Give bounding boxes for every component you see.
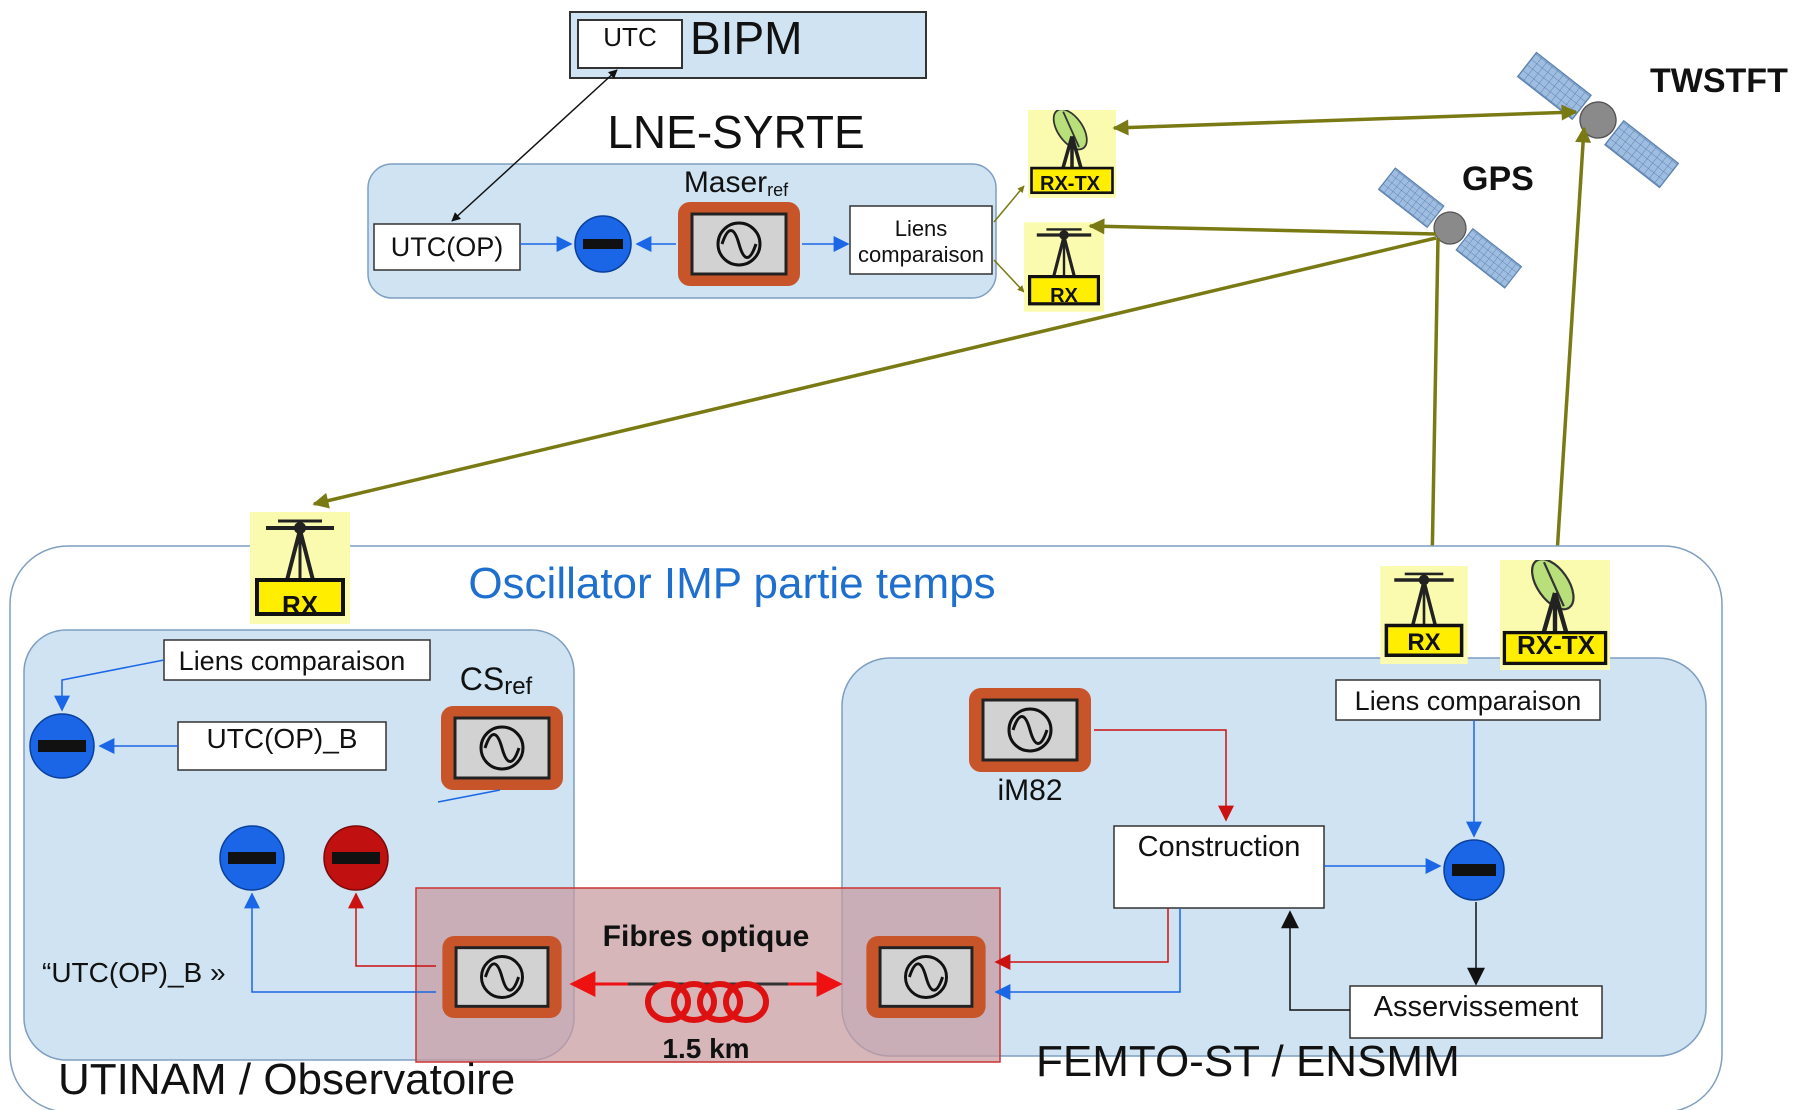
lne-rxtx-label: RX-TX bbox=[1040, 173, 1101, 195]
utinam-fibre-oscillator-icon bbox=[440, 934, 564, 1020]
asservissement-box bbox=[1349, 985, 1603, 1039]
utinam-utc-op-b-box bbox=[177, 721, 387, 771]
bipm-utc-label: UTC bbox=[603, 22, 656, 52]
femto-title: FEMTO-ST / ENSMM bbox=[1036, 1037, 1460, 1086]
gps-label: GPS bbox=[1462, 160, 1534, 198]
imp-title: Oscillator IMP partie temps bbox=[468, 559, 995, 608]
utinam-liens-box bbox=[163, 639, 431, 681]
lne-liens-to-rxtx-arrow bbox=[993, 185, 1025, 223]
fibre-coil-icon bbox=[628, 981, 788, 1023]
utc-op-bipm-link-arrow bbox=[451, 69, 618, 222]
utinam-osc-to-blue-comparator-arrow bbox=[244, 892, 436, 993]
lne-gps-link-arrow bbox=[1088, 218, 1437, 236]
utinam-utc-op-b-quoted-label: “UTC(OP)_B » bbox=[42, 957, 226, 988]
fibre-length-label: 1.5 km bbox=[662, 1033, 749, 1064]
utinam-comparator-3-minus-bar bbox=[332, 852, 380, 864]
utinam-title: UTINAM / Observatoire bbox=[58, 1055, 515, 1104]
utinam-utc-op-b-label: UTC(OP)_B bbox=[207, 723, 358, 754]
cs-ref-label: CSref bbox=[460, 661, 533, 700]
lne-liens-line1: Liens bbox=[895, 216, 948, 241]
femto-liens-box bbox=[1335, 679, 1601, 721]
maser-oscillator-icon bbox=[676, 200, 802, 288]
lne-utc-op-label: UTC(OP) bbox=[391, 232, 503, 262]
fibre-label: Fibres optique bbox=[603, 920, 810, 953]
femto-rx-label: RX bbox=[1407, 629, 1440, 656]
construction-box bbox=[1113, 825, 1325, 909]
lne-syrte-title: LNE-SYRTE bbox=[607, 106, 864, 158]
construction-label: Construction bbox=[1138, 831, 1301, 863]
im82-label: iM82 bbox=[997, 774, 1062, 807]
im82-oscillator-icon bbox=[967, 686, 1093, 774]
gps-to-femto-rx-arrow bbox=[1424, 237, 1441, 568]
femto-liens-label: Liens comparaison bbox=[1355, 686, 1582, 716]
twstft-label: TWSTFT bbox=[1650, 62, 1788, 100]
lne-comparator-minus-bar bbox=[583, 239, 623, 249]
lne-utc-op-box bbox=[373, 223, 521, 271]
utinam-comparator-1-minus-bar bbox=[38, 740, 86, 752]
lne-liens-box bbox=[849, 205, 993, 275]
cs-ref-output-line bbox=[437, 789, 501, 803]
utinam-osc-to-red-comparator-arrow bbox=[348, 892, 436, 967]
femto-fibre-oscillator-icon bbox=[864, 934, 988, 1020]
bipm-title: BIPM bbox=[690, 12, 802, 64]
twstft-to-femto-rxtx-arrow bbox=[1548, 126, 1592, 572]
lne-twstft-link-arrow bbox=[1112, 104, 1578, 136]
construction-to-femto-osc-red-arrow bbox=[994, 908, 1169, 970]
im82-to-construction-arrow bbox=[1094, 729, 1234, 822]
femto-comparator-minus-bar bbox=[1452, 864, 1496, 876]
femto-rxtx-label: RX-TX bbox=[1517, 630, 1596, 660]
construction-to-femto-osc-blue-arrow bbox=[994, 908, 1181, 1000]
cs-ref-oscillator-icon bbox=[439, 704, 565, 792]
utinam-liens-to-comparator-arrow bbox=[54, 659, 165, 712]
gps-to-utinam-rx-arrow bbox=[312, 236, 1437, 509]
lne-liens-line2: comparaison bbox=[858, 242, 984, 267]
bipm-utc-box bbox=[577, 19, 683, 69]
utinam-liens-label: Liens comparaison bbox=[179, 646, 406, 676]
asservissement-to-construction-arrow bbox=[1281, 910, 1350, 1011]
utinam-comparator-2-minus-bar bbox=[228, 852, 276, 864]
maser-label: Maserref bbox=[684, 166, 789, 200]
lne-rx-label: RX bbox=[1050, 285, 1078, 307]
lne-liens-to-rx-arrow bbox=[993, 259, 1025, 293]
utinam-rx-label: RX bbox=[282, 590, 319, 620]
asservissement-label: Asservissement bbox=[1374, 991, 1579, 1023]
